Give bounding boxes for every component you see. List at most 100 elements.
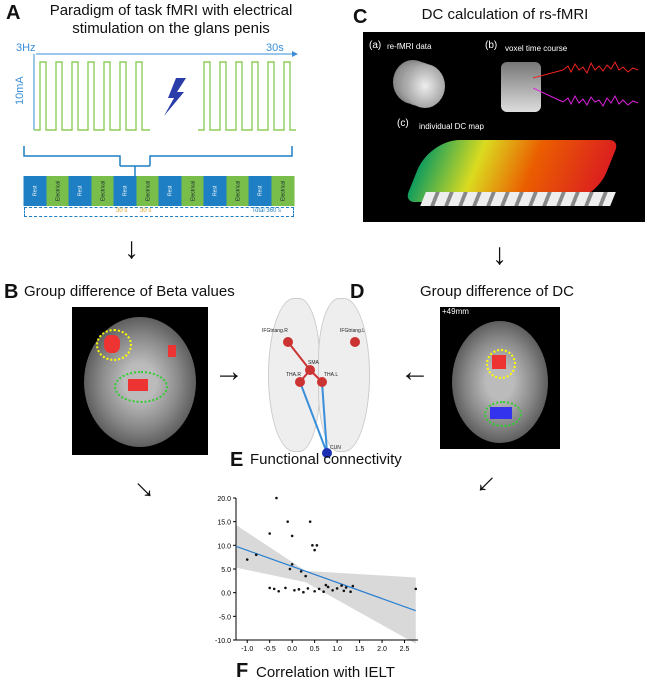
data-point [277, 589, 280, 593]
beta-brain-image [72, 307, 208, 455]
data-point [245, 558, 249, 561]
panel-e-title: Functional connectivity [250, 451, 402, 468]
x-tick-label: -1.0 [241, 646, 253, 652]
panel-f-title: Correlation with IELT [256, 664, 395, 681]
x-tick-label: 1.0 [332, 646, 342, 652]
x-tick-label: 0.5 [310, 646, 320, 652]
data-point [286, 520, 289, 523]
dc-yellow-roi [486, 349, 516, 379]
beta-red-cluster-right [168, 345, 176, 357]
arrow-left-d: ← [400, 355, 430, 388]
block-electrical-5: Electrical [226, 176, 249, 206]
pulse-train-right [198, 61, 296, 131]
data-point [313, 589, 316, 593]
data-point [275, 496, 278, 500]
data-point [351, 584, 355, 588]
label-tha-r: THA.R [286, 372, 301, 378]
panel-d-letter: D [350, 281, 365, 303]
data-point [268, 532, 272, 535]
dc-brain-image: +49mm [440, 307, 560, 449]
slice-position: +49mm [442, 307, 469, 316]
dc-calc-panel: (a) re-fMRI data (b) voxel time course (… [363, 32, 645, 222]
regression-line [235, 545, 416, 612]
data-point [317, 587, 321, 591]
block-electrical-6: Electrical [271, 176, 294, 206]
block-rest-4: Rest [159, 176, 182, 206]
data-point [414, 587, 418, 591]
data-point [331, 589, 334, 592]
data-point [268, 586, 272, 590]
data-point [254, 553, 258, 557]
data-point [340, 584, 343, 587]
y-tick-label: 5.0 [221, 567, 231, 574]
data-point [299, 570, 303, 573]
label-ifgtriang-r: IFGtriang.R [262, 328, 288, 334]
data-point [326, 585, 330, 589]
data-point [311, 544, 314, 547]
block-rest-3: Rest [114, 176, 137, 206]
data-point [304, 574, 307, 578]
data-point [324, 583, 328, 587]
data-point [297, 588, 301, 591]
block-electrical-3: Electrical [136, 176, 159, 206]
block-rest-2: Rest [69, 176, 92, 206]
arrow-right-b: → [214, 355, 244, 388]
panel-e-letter: E [230, 449, 244, 471]
sub-a-label: re-fMRI data [387, 42, 432, 51]
data-point [302, 590, 305, 594]
node-tha-l [317, 377, 327, 387]
node-cun [322, 448, 332, 458]
y-tick-label: -10.0 [215, 638, 231, 645]
glass-brain-left [268, 298, 320, 452]
sub-c-tag: (c) [397, 118, 409, 129]
data-point [288, 567, 292, 571]
elec-duration: 30 s [140, 208, 152, 214]
pulse-train-left [34, 61, 150, 131]
node-ifgtriang-r [283, 337, 293, 347]
lightning-icon [164, 78, 186, 116]
data-point [322, 590, 325, 594]
data-point [308, 520, 312, 523]
voxel-time-courses [533, 60, 639, 107]
node-sma [305, 365, 315, 375]
panel-a-letter: A [6, 2, 21, 24]
block-rest-1: Rest [24, 176, 47, 206]
glass-brain-right [318, 298, 370, 452]
y-tick-label: 15.0 [217, 520, 231, 527]
data-point [284, 586, 287, 590]
panel-a-title-line2: stimulation on the glans penis [72, 20, 270, 37]
label-tha-l: THA.L [324, 372, 339, 378]
arrow-diag-d: → [467, 465, 512, 510]
block-bracket [23, 146, 293, 176]
panel-d-title: Group difference of DC [420, 283, 574, 300]
time-axis-arrowhead [292, 51, 298, 57]
stimulation-waveform [33, 51, 298, 131]
data-point [335, 587, 339, 590]
freq-label: 3Hz [16, 42, 36, 54]
data-point [290, 534, 294, 538]
node-ifgtriang-l [350, 337, 360, 347]
beta-yellow-roi [96, 329, 132, 361]
block-timing-bar [24, 207, 294, 217]
block-design: Rest Electrical Rest Electrical Rest Ele… [24, 176, 294, 206]
panel-a-title-line1: Paradigm of task fMRI with electrical [49, 2, 293, 19]
data-point [290, 562, 294, 566]
voxel-volume [501, 62, 541, 112]
rest-duration: 30 s [116, 208, 128, 214]
block-electrical-1: Electrical [46, 176, 69, 206]
y-tick-label: 10.0 [217, 543, 231, 550]
sub-b-tag: (b) [485, 40, 498, 51]
x-tick-label: 2.0 [377, 646, 387, 652]
data-point [272, 587, 276, 591]
arrow-down-c: ↓ [492, 238, 507, 271]
block-electrical-2: Electrical [91, 176, 114, 206]
x-tick-label: 2.5 [400, 646, 410, 652]
data-point [315, 544, 319, 547]
panel-b-title: Group difference of Beta values [24, 283, 235, 300]
y-tick-label: -5.0 [219, 614, 231, 621]
x-tick-label: 1.5 [355, 646, 365, 652]
panel-f-letter: F [236, 660, 249, 682]
arrow-down-a: ↓ [124, 232, 139, 265]
block-rest-6: Rest [249, 176, 272, 206]
